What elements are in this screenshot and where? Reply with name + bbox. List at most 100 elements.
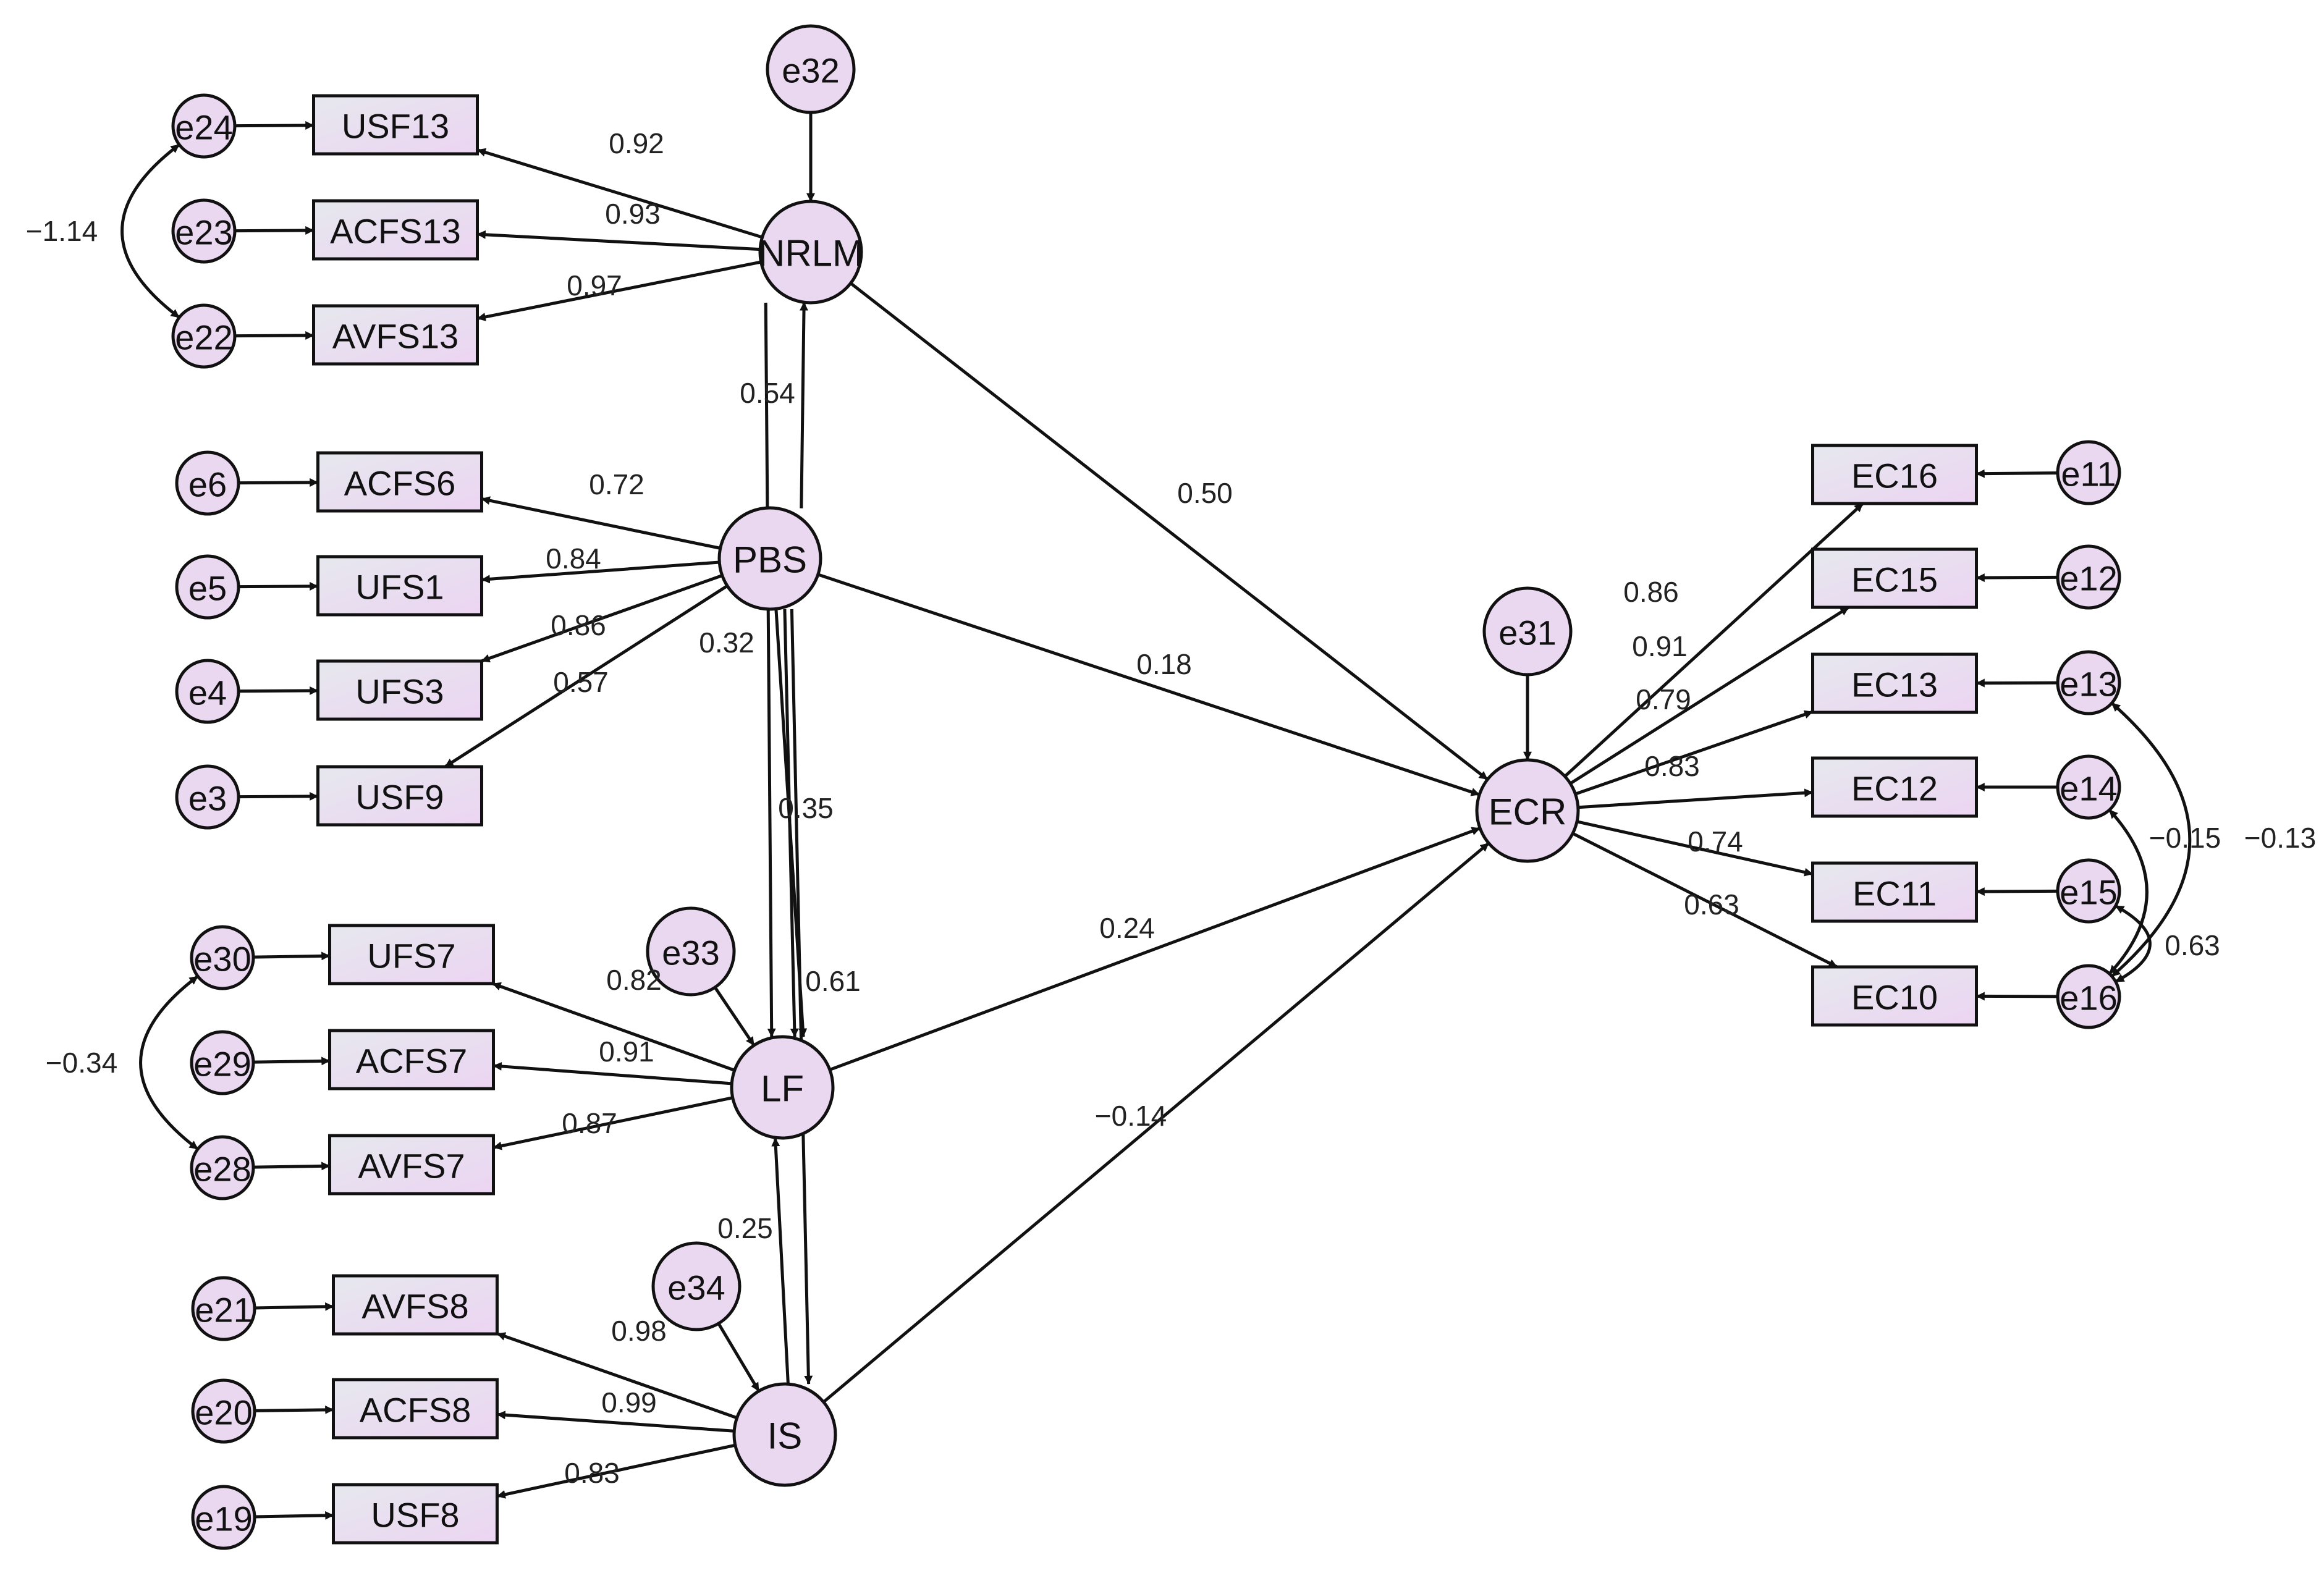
error-e12: e12 xyxy=(2056,544,2121,610)
covariance-e15-e16 xyxy=(2115,905,2152,984)
error-label: e19 xyxy=(195,1499,252,1538)
indicator-usf13: USF13 xyxy=(312,94,479,156)
path-nrlm-to-lf xyxy=(764,302,776,1037)
covariance-coefficient-e30-e28: −0.34 xyxy=(46,1047,117,1079)
error-label: e22 xyxy=(175,318,232,357)
latent-ecr: ECR xyxy=(1475,758,1580,863)
indicator-ec15: EC15 xyxy=(1811,547,1978,609)
path-ecr-to-ec10 xyxy=(1572,832,1838,969)
path-is-to-avfs8 xyxy=(496,1332,738,1420)
error-circle xyxy=(191,1485,256,1550)
path-coefficient-ecr-ec15: 0.91 xyxy=(1632,630,1688,662)
error-label: e5 xyxy=(188,569,227,608)
covariance-coefficient-e24-e22: −1.14 xyxy=(26,215,98,247)
indicator-label: EC11 xyxy=(1853,874,1937,913)
error-e34: e34 xyxy=(651,1241,742,1331)
error-e16: e16 xyxy=(2056,964,2121,1029)
indicator-ec10: EC10 xyxy=(1811,965,1978,1027)
latent-label: ECR xyxy=(1489,791,1567,833)
path-coefficient-pbs-ecr: 0.18 xyxy=(1136,648,1192,680)
indicator-box xyxy=(1811,547,1978,609)
indicator-box xyxy=(328,924,495,985)
error-e5: e5 xyxy=(175,554,240,620)
indicator-label: EC10 xyxy=(1851,978,1938,1017)
error-label: e20 xyxy=(195,1393,252,1432)
error-e15: e15 xyxy=(2056,858,2121,924)
path-lf-to-ecr xyxy=(829,827,1481,1071)
error-circle xyxy=(175,554,240,620)
error-circle xyxy=(190,1030,255,1095)
indicator-label: EC12 xyxy=(1851,769,1938,808)
nodes-layer: USF13ACFS13AVFS13ACFS6UFS1UFS3USF9UFS7AC… xyxy=(171,24,2121,1550)
latent-label: LF xyxy=(761,1068,804,1110)
error-circle xyxy=(2056,964,2121,1029)
path-coefficient-is-avfs8: 0.98 xyxy=(611,1315,667,1347)
error-label: e12 xyxy=(2060,559,2117,598)
latent-nrlm: NRLM xyxy=(758,200,863,305)
path-coefficient-pbs-nrlm: 0.54 xyxy=(740,377,795,409)
latent-circle xyxy=(758,200,863,305)
path-coefficient-pbs-ufs1: 0.84 xyxy=(546,542,601,575)
error-circle xyxy=(2056,650,2121,715)
path-pbs-to-ufs1 xyxy=(481,560,720,584)
error-label: e33 xyxy=(662,934,719,972)
error-circle xyxy=(2056,858,2121,924)
indicator-box xyxy=(1811,861,1978,923)
path-nrlm-to-acfs13 xyxy=(476,230,761,251)
path-ecr-to-ec12 xyxy=(1578,788,1814,809)
covariance-coefficient-e13-e16: −0.13 xyxy=(2244,822,2316,854)
error-arrow-e19-to-usf8 xyxy=(254,1511,334,1520)
error-circle xyxy=(171,303,237,369)
indicator-box xyxy=(312,199,479,261)
latent-lf: LF xyxy=(730,1035,835,1140)
path-coefficient-nrlm-avfs13: 0.97 xyxy=(567,269,622,302)
indicator-label: AVFS7 xyxy=(358,1147,465,1186)
indicator-label: ACFS6 xyxy=(344,464,456,503)
path-ecr-to-ec15 xyxy=(1569,605,1850,785)
error-e13: e13 xyxy=(2056,650,2121,715)
error-e22: e22 xyxy=(171,303,237,369)
latent-label: IS xyxy=(767,1415,803,1457)
error-label: e21 xyxy=(195,1291,252,1330)
path-coefficient-pbs-ufs3: 0.86 xyxy=(551,609,606,641)
error-e33: e33 xyxy=(646,906,736,997)
indicator-usf8: USF8 xyxy=(332,1483,499,1545)
error-arrow-e21-to-avfs8 xyxy=(254,1302,334,1311)
error-arrow-e15-to-ec11 xyxy=(1975,887,2058,896)
indicator-box xyxy=(1811,444,1978,505)
latent-circle xyxy=(732,1382,837,1487)
indicator-label: EC16 xyxy=(1851,457,1938,496)
error-circle xyxy=(651,1241,742,1331)
path-lf-to-acfs7 xyxy=(492,1061,732,1086)
indicator-label: USF9 xyxy=(355,778,444,817)
error-label: e29 xyxy=(193,1045,251,1084)
indicator-acfs13: ACFS13 xyxy=(312,199,479,261)
path-coefficient-is-acfs8: 0.99 xyxy=(601,1386,657,1419)
path-lf-to-ufs7 xyxy=(492,982,735,1072)
indicator-box xyxy=(332,1483,499,1545)
path-ecr-to-ec11 xyxy=(1576,820,1814,877)
error-e6: e6 xyxy=(175,450,240,516)
path-pbs-to-ecr xyxy=(818,573,1480,796)
path-nrlm-to-ecr xyxy=(850,282,1489,781)
path-coefficient-lf-avfs7: 0.87 xyxy=(562,1107,617,1139)
error-label: e4 xyxy=(188,673,227,712)
indicator-box xyxy=(316,451,483,513)
path-coefficient-ecr-ec16: 0.86 xyxy=(1623,576,1679,608)
error-arrow-e29-to-acfs7 xyxy=(253,1056,331,1066)
error-arrow-e24-to-usf13 xyxy=(234,120,315,130)
latent-circle xyxy=(1475,758,1580,863)
error-e30: e30 xyxy=(190,925,255,990)
indicator-ufs1: UFS1 xyxy=(316,555,483,617)
error-e24: e24 xyxy=(171,93,237,159)
path-coefficient-ecr-ec10: 0.63 xyxy=(1684,888,1739,921)
latent-is: IS xyxy=(732,1382,837,1487)
error-label: e32 xyxy=(782,51,839,90)
covariance-e30-e28 xyxy=(139,975,199,1150)
coefficients-layer: 0.920.930.970.720.840.860.570.820.910.87… xyxy=(26,127,2316,1489)
error-circle xyxy=(175,450,240,516)
path-pbs-to-acfs6 xyxy=(481,496,721,550)
path-coefficient-pbs-usf9: 0.57 xyxy=(553,666,609,698)
indicator-label: ACFS7 xyxy=(356,1042,468,1081)
path-nrlm-to-usf13 xyxy=(476,148,763,239)
